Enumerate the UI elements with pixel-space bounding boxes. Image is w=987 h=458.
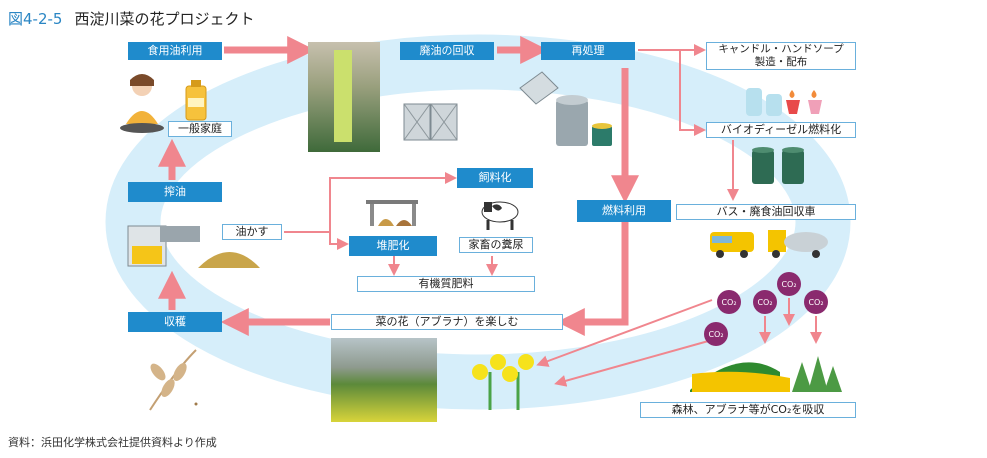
reprocessing-box: 再処理 — [541, 42, 635, 60]
edible-oil-box: 食用油利用 — [128, 42, 222, 60]
figure-number: 図4-2-5 — [8, 10, 63, 28]
rapeseed-enjoy-box: 菜の花（アブラナ）を楽しむ — [331, 314, 563, 330]
wheat-icon — [149, 349, 198, 411]
feed-box: 飼料化 — [457, 168, 533, 188]
person-cooking-icon — [120, 74, 164, 133]
co2-circle-2 — [753, 290, 777, 314]
reprocessing-tank-icon — [519, 71, 612, 146]
cycle-ring — [105, 34, 851, 410]
arrow-to-biodiesel — [679, 50, 706, 136]
forest-icon — [690, 356, 842, 392]
oil-cake-box: 油かす — [222, 224, 282, 240]
arrow-oilcake-to-compost — [284, 231, 349, 250]
figure-title: 図4-2-5 西淀川菜の花プロジェクト — [8, 8, 254, 29]
compost-shed-icon — [366, 200, 418, 226]
candle-soap-box: キャンドル・ハンドソープ 製造・配布 — [706, 42, 856, 70]
fuel-drum-icon — [752, 147, 804, 184]
bus-truck-box: バス・廃食油回収車 — [676, 204, 856, 220]
co2-label-3: CO₂ — [781, 280, 796, 289]
biodiesel-box: バイオディーゼル燃料化 — [706, 122, 856, 138]
co2-circle-1 — [717, 290, 741, 314]
compost-box: 堆肥化 — [349, 236, 437, 256]
oil-press-icon — [127, 225, 260, 268]
co2-label-2: CO₂ — [757, 298, 772, 307]
banner-photo — [308, 42, 380, 152]
organic-fertilizer-box: 有機質肥料 — [357, 276, 535, 292]
cow-icon — [481, 201, 519, 230]
waste-oil-collection-box: 廃油の回収 — [400, 42, 494, 60]
co2-circle-5 — [704, 322, 728, 346]
fuel-use-box: 燃料利用 — [577, 200, 671, 222]
rapeseed-flower-icon — [472, 354, 534, 410]
candle-soap-label: キャンドル・ハンドソープ 製造・配布 — [718, 43, 844, 68]
arrow-co2-to-rapeseed-1 — [554, 339, 713, 387]
arrow-oilcake-to-feed — [329, 172, 457, 232]
rapeseed-field-photo — [331, 338, 437, 422]
source-note: 資料：浜田化学株式会社提供資料より作成 — [8, 436, 217, 449]
oil-container-icon — [403, 103, 458, 141]
oil-bottle-icon — [185, 80, 207, 121]
co2-label-5: CO₂ — [708, 330, 723, 339]
forest-box: 森林、アブラナ等がCO₂を吸収 — [640, 402, 856, 418]
co2-label-1: CO₂ — [721, 298, 736, 307]
arrow-fuel-to-rapeseed — [556, 222, 629, 336]
manure-box: 家畜の糞尿 — [459, 237, 533, 253]
arrow-co2-to-rapeseed-2 — [536, 299, 713, 367]
household-box: 一般家庭 — [168, 121, 232, 137]
press-oil-box: 搾油 — [128, 182, 222, 202]
bus-truck-icon — [710, 230, 828, 258]
co2-label-4: CO₂ — [808, 298, 823, 307]
figure-title-text: 西淀川菜の花プロジェクト — [74, 10, 255, 28]
soap-candle-icon — [746, 88, 822, 116]
co2-circle-3 — [777, 272, 801, 296]
co2-circle-4 — [804, 290, 828, 314]
harvest-box: 収穫 — [128, 312, 222, 332]
